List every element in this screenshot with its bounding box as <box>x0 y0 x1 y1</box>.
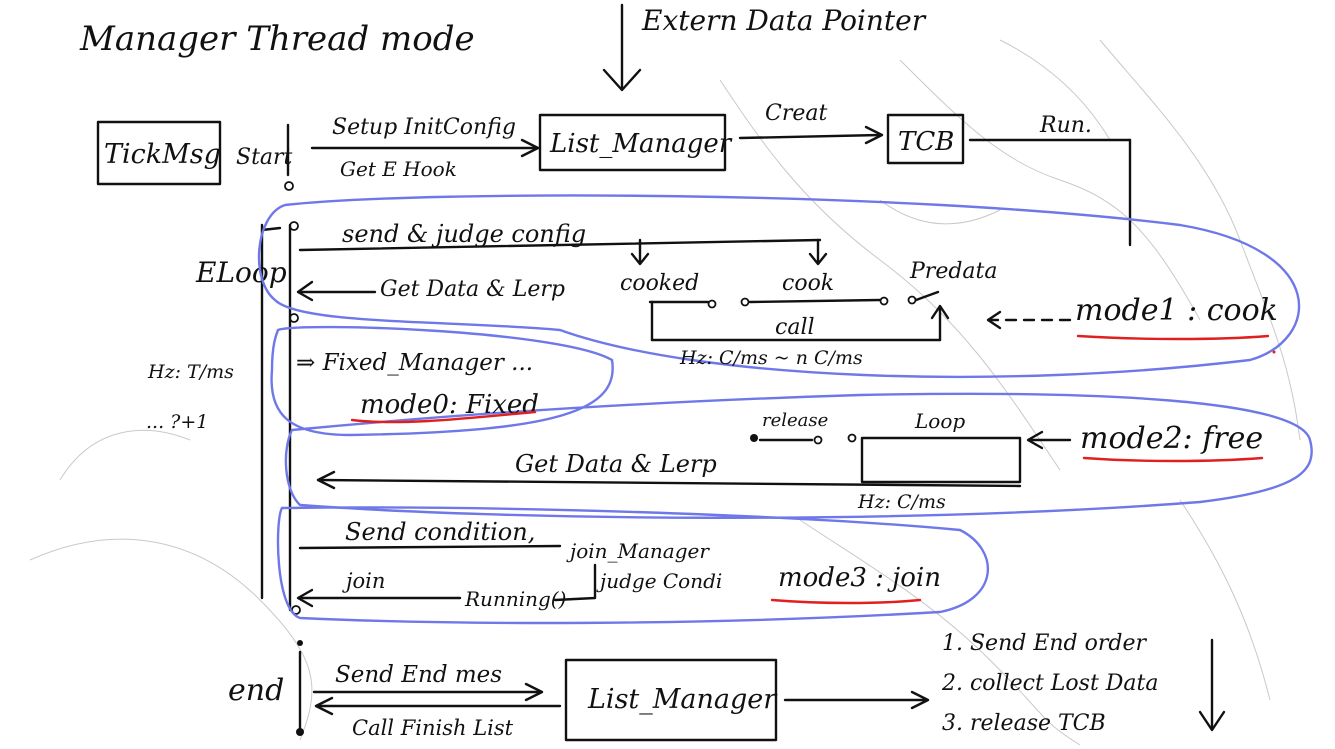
end-step-3: 3. release TCB <box>942 711 1106 736</box>
mode0-label: mode0: Fixed <box>360 390 539 420</box>
extern-arrow-head <box>602 68 642 92</box>
send-judge-label: send & judge config <box>342 220 586 248</box>
release-end-node <box>813 435 823 445</box>
get-hook-label: Get E Hook <box>340 157 457 181</box>
list-manager-box <box>538 113 727 172</box>
end-steps-arrow-head <box>910 690 930 710</box>
cooked-label: cooked <box>620 271 699 296</box>
cook-node <box>879 296 889 306</box>
setup-arrow-head <box>520 138 540 158</box>
mode2-hz-label: Hz: C/ms <box>857 491 946 513</box>
predata-line <box>914 290 940 302</box>
background-sketch <box>29 39 1301 746</box>
cook-label: cook <box>782 271 834 296</box>
call-finish-label: Call Finish List <box>352 716 514 740</box>
running-label: Running() <box>464 587 566 611</box>
creat-arrow-line <box>738 133 882 140</box>
mode2-get-data-head <box>316 470 336 490</box>
more-label: ... ?+1 <box>146 411 208 433</box>
end-list-manager-label: List_Manager <box>587 684 778 715</box>
send-judge-line <box>298 238 822 252</box>
creat-label: Creat <box>765 101 827 126</box>
extern-data-label: Extern Data Pointer <box>641 4 927 37</box>
end-node-bottom <box>296 728 304 736</box>
mode0-region <box>270 325 614 437</box>
fixed-manager-label: ⇒ Fixed_Manager ... <box>296 350 533 376</box>
mode2-region <box>284 392 1313 519</box>
predata-node <box>907 295 917 305</box>
end-list-manager-box <box>564 658 778 742</box>
mode2-get-data-line <box>318 478 1022 488</box>
end-down-arrow-head <box>1198 710 1226 732</box>
end-label: end <box>228 673 284 708</box>
get-data-arrow-head <box>296 280 314 302</box>
send-end-arrow-head <box>524 682 544 702</box>
mode0-underline <box>350 410 537 424</box>
mode1-label: mode1 : cook <box>1075 293 1278 328</box>
mode2-label: mode2: free <box>1080 421 1263 456</box>
start-label: Start <box>236 145 293 170</box>
list-manager-label: List_Manager <box>549 129 733 159</box>
end-node-top <box>297 640 303 646</box>
call-finish-arrow-head <box>314 696 334 716</box>
mode2-underline <box>1082 456 1264 463</box>
red-dot <box>1272 350 1276 354</box>
loop-label: Loop <box>914 409 965 433</box>
mode1-arrow-head <box>986 310 1002 330</box>
call-label: call <box>775 315 815 340</box>
tcb-box <box>886 113 965 165</box>
release-label: release <box>762 410 828 431</box>
release-node <box>750 434 758 442</box>
call-loop-arrow <box>930 304 950 320</box>
mode3-region <box>276 506 990 625</box>
eloop-node-mid <box>289 313 299 323</box>
mode1-underline <box>1076 334 1270 341</box>
judge-condi-label: judge Condi <box>596 569 722 593</box>
call-node-left <box>740 297 750 307</box>
send-condition-label: Send condition, <box>345 518 535 546</box>
page-title: Manager Thread mode <box>79 19 475 59</box>
predata-label: Predata <box>909 259 998 284</box>
get-data-lerp-label: Get Data & Lerp <box>380 277 565 302</box>
tcb-label: TCB <box>898 127 954 157</box>
setup-label: Setup InitConfig <box>332 115 516 140</box>
eloop-label: ELoop <box>195 256 287 289</box>
eloop-top-tick <box>260 226 282 232</box>
join-arrow-head <box>296 588 314 608</box>
mode3-underline <box>770 598 922 605</box>
creat-arrow-head <box>864 125 884 145</box>
judge-bracket <box>553 563 597 602</box>
end-step-1: 1. Send End order <box>942 631 1147 656</box>
join-label: join <box>342 569 385 593</box>
run-label: Run. <box>1039 113 1092 138</box>
loop-start-node <box>847 433 857 443</box>
end-step-2: 2. collect Lost Data <box>941 671 1159 696</box>
loop-box <box>860 436 1022 484</box>
mode3-label: mode3 : join <box>778 563 941 593</box>
to-cook-arrow <box>808 238 828 266</box>
send-end-label: Send End mes <box>335 662 502 688</box>
start-node <box>284 181 294 191</box>
to-cooked-arrow <box>630 238 650 266</box>
mode1-region <box>257 194 1301 379</box>
eloop-node-top <box>289 221 299 231</box>
mode1-hz-label: Hz: C/ms ~ n C/ms <box>679 347 863 369</box>
cook-line <box>748 298 882 304</box>
mode2-get-data-label: Get Data & Lerp <box>515 450 717 478</box>
hz-label: Hz: T/ms <box>147 361 234 383</box>
cooked-node <box>707 299 717 309</box>
tickmsg-label: TickMsg <box>104 139 221 170</box>
tickmsg-box <box>96 120 222 186</box>
mode2-arrow-head <box>1026 430 1044 450</box>
send-condition-line <box>298 544 562 550</box>
join-manager-label: join_Manager <box>566 539 710 563</box>
